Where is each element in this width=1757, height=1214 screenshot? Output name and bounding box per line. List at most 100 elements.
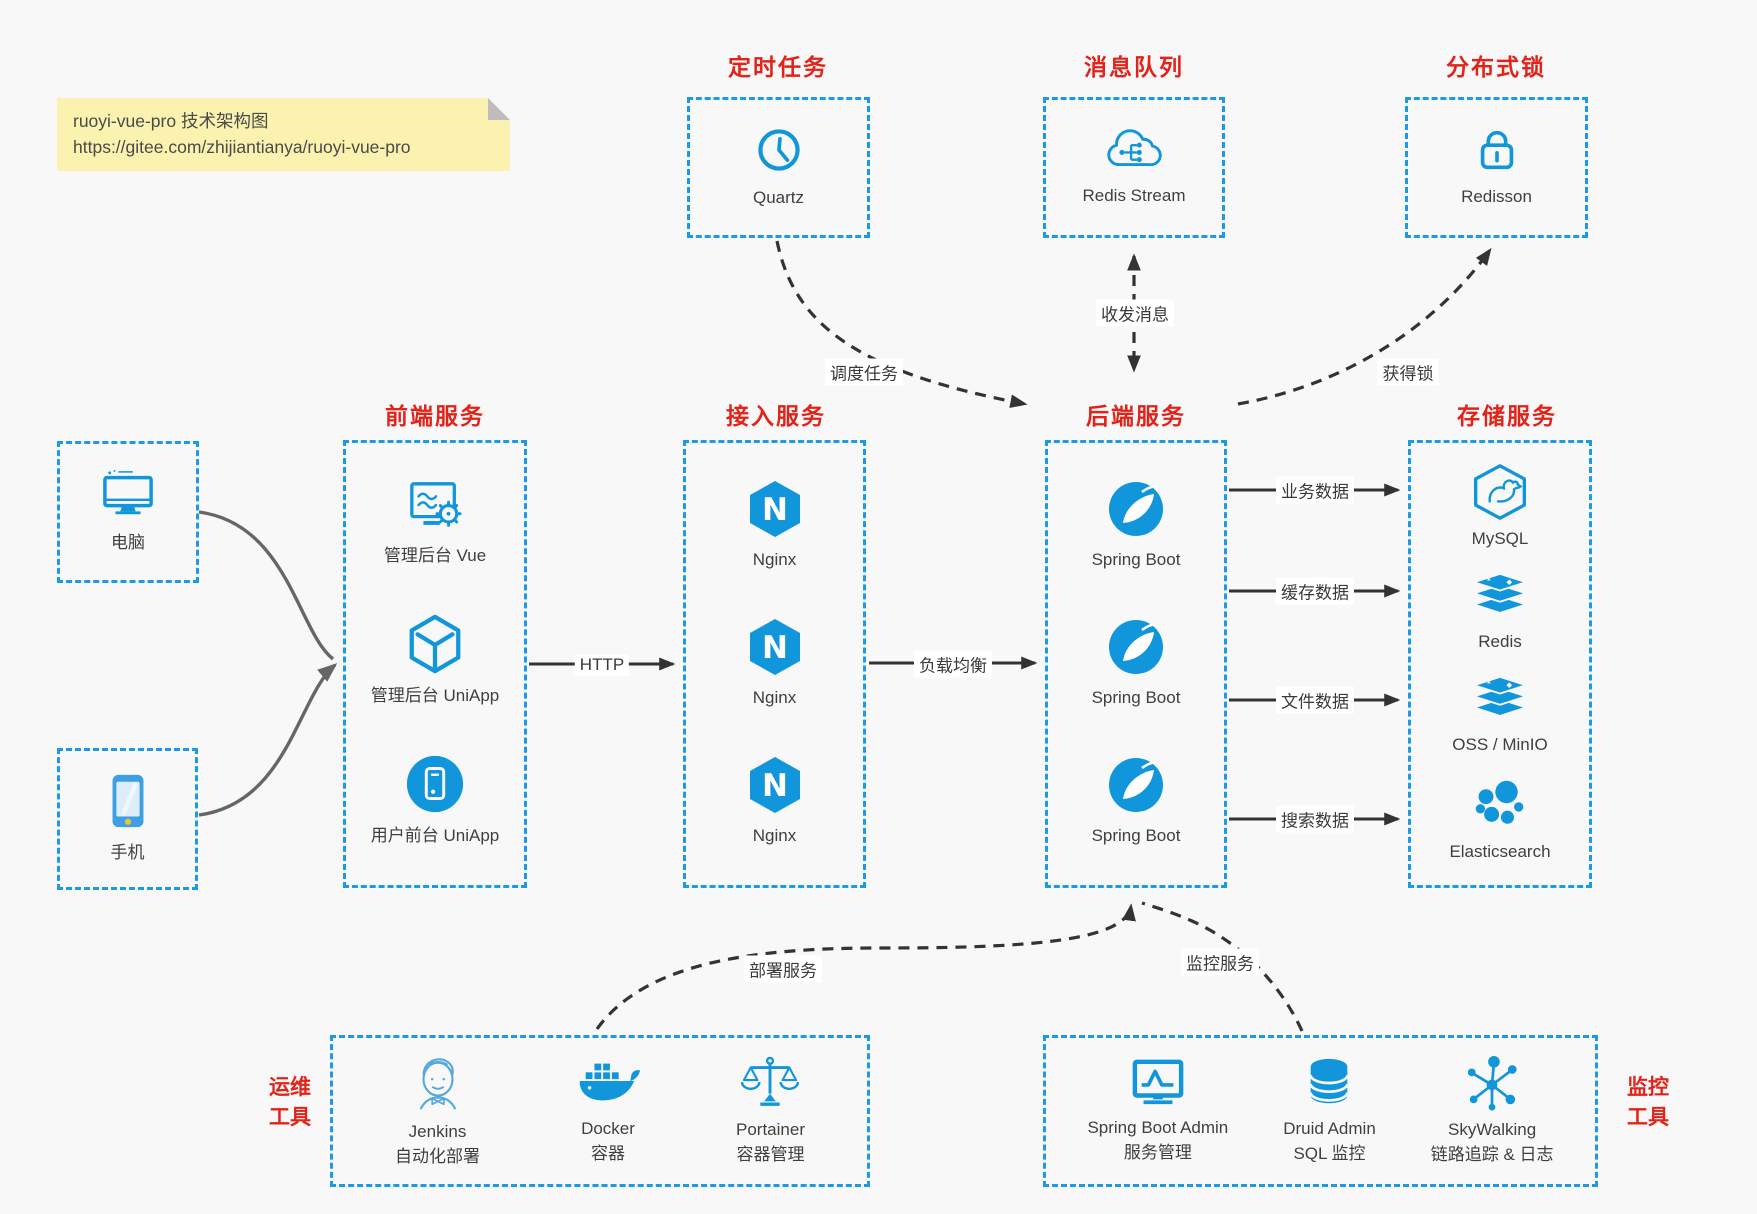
nginx-icon: N	[749, 619, 800, 676]
node-label: Redisson	[1461, 187, 1532, 207]
edge-label-deploy-service: 部署服务	[744, 955, 822, 983]
title-storage: 存储服务	[1457, 403, 1557, 429]
mq-box: Redis Stream	[1043, 97, 1225, 238]
node-label: Nginx	[752, 688, 797, 708]
edge-mobile-to-frontend	[198, 663, 338, 817]
edge-acquire-lock	[1237, 247, 1492, 406]
node-label: 用户前台 UniApp	[370, 826, 500, 846]
spring-boot-icon	[1109, 482, 1163, 537]
cloud-stream-icon	[1107, 129, 1162, 167]
nginx-icon: N	[749, 757, 800, 814]
title-gateway: 接入服务	[726, 403, 826, 429]
node-label: Redis	[1478, 632, 1522, 652]
node-label: Redis Stream	[1082, 186, 1186, 206]
node-druid-admin: Druid Admin SQL 监控	[1283, 1056, 1376, 1166]
smartphone-icon	[112, 774, 143, 827]
note-line-2: https://gitee.com/zhijiantianya/ruoyi-vu…	[73, 137, 411, 158]
edge-label-send-receive-msg: 收发消息	[1096, 299, 1174, 327]
devops-group-box: Jenkins 自动化部署 Docker 容器	[330, 1035, 870, 1187]
node-label: 管理后台 Vue	[383, 546, 487, 566]
node-label: Spring Boot	[1091, 550, 1181, 570]
storage-group-box: MySQL Redis OSS / MinIO	[1408, 440, 1592, 888]
edge-pc-to-frontend	[198, 510, 335, 661]
node-redis: Redis	[1470, 572, 1530, 655]
node-admin-vue: 管理后台 Vue	[384, 479, 486, 569]
node-elasticsearch: Elasticsearch	[1449, 778, 1551, 865]
node-label: 电脑	[111, 532, 145, 552]
lock-icon	[1480, 131, 1513, 170]
node-label: Quartz	[752, 188, 805, 208]
monitoring-group-box: Spring Boot Admin 服务管理 Druid Admin SQL 监…	[1043, 1035, 1598, 1187]
node-label: Spring Boot	[1091, 688, 1181, 708]
node-jenkins: Jenkins 自动化部署	[395, 1053, 480, 1169]
node-label: 手机	[110, 842, 145, 862]
node-label: 管理后台 UniApp	[370, 686, 500, 706]
node-springboot-3: Spring Boot	[1091, 755, 1181, 849]
node-oss-minio: OSS / MinIO	[1452, 675, 1548, 758]
clock-icon	[757, 129, 800, 171]
redis-icon	[1470, 573, 1530, 615]
spring-boot-admin-icon	[1132, 1059, 1184, 1105]
desktop-icon	[103, 469, 153, 514]
title-devops: 运维 工具	[269, 1076, 311, 1130]
spring-boot-icon	[1109, 620, 1163, 675]
mobile-app-icon	[406, 756, 464, 813]
druid-icon	[1309, 1058, 1350, 1104]
node-label: Spring Boot	[1091, 826, 1181, 846]
svg-text:N: N	[762, 492, 788, 528]
note-line-1: ruoyi-vue-pro 技术架构图	[73, 111, 269, 131]
backend-group-box: Spring Boot Spring Boot Spring Boot	[1045, 440, 1227, 888]
title-dlock: 分布式锁	[1446, 54, 1546, 80]
dlock-box: Redisson	[1405, 97, 1588, 238]
sticky-note: ruoyi-vue-pro 技术架构图 https://gitee.com/zh…	[57, 98, 510, 171]
node-mysql: MySQL	[1471, 463, 1529, 552]
node-nginx-3: N Nginx	[746, 755, 804, 849]
edge-label-acquire-lock: 获得锁	[1377, 358, 1439, 386]
nginx-icon: N	[749, 481, 800, 538]
edge-label-load-balance: 负载均衡	[914, 650, 992, 678]
node-admin-uniapp: 管理后台 UniApp	[371, 613, 499, 709]
edge-label-business-data: 业务数据	[1276, 476, 1354, 504]
node-user-uniapp: 用户前台 UniApp	[371, 753, 499, 849]
scheduler-box: Quartz	[687, 97, 870, 238]
elasticsearch-icon	[1475, 780, 1524, 824]
edge-label-http: HTTP	[574, 654, 630, 676]
edge-label-file-data: 文件数据	[1276, 686, 1354, 714]
admin-vue-icon	[410, 482, 462, 527]
note-fold-corner	[488, 98, 510, 120]
edge-deploy-service	[595, 903, 1136, 1030]
node-label: Spring Boot Admin 服务管理	[1087, 1117, 1229, 1162]
node-nginx-1: N Nginx	[746, 479, 804, 573]
edge-label-search-data: 搜索数据	[1276, 805, 1354, 833]
mobile-client-box: 手机	[57, 748, 198, 890]
spring-boot-icon	[1109, 758, 1163, 813]
node-label: Jenkins 自动化部署	[395, 1121, 480, 1166]
node-springboot-2: Spring Boot	[1091, 617, 1181, 711]
node-label: Nginx	[752, 826, 797, 846]
title-backend: 后端服务	[1086, 403, 1186, 429]
svg-text:N: N	[762, 630, 788, 666]
node-label: SkyWalking 链路追踪 & 日志	[1430, 1119, 1554, 1164]
title-mq: 消息队列	[1084, 54, 1184, 80]
title-frontend: 前端服务	[385, 403, 485, 429]
skywalking-icon	[1467, 1055, 1517, 1111]
node-label: Elasticsearch	[1449, 842, 1551, 862]
frontend-group-box: 管理后台 Vue 管理后台 UniApp 用户前台 UniApp	[343, 440, 527, 888]
svg-text:N: N	[762, 768, 788, 804]
edge-label-monitor-service: 监控服务	[1181, 948, 1259, 976]
node-label: Nginx	[752, 550, 797, 570]
gateway-group-box: N Nginx N Nginx N Nginx	[683, 440, 866, 888]
node-label: MySQL	[1471, 529, 1529, 549]
mysql-icon	[1473, 464, 1527, 521]
node-label: Druid Admin SQL 监控	[1283, 1118, 1376, 1163]
node-skywalking: SkyWalking 链路追踪 & 日志	[1431, 1055, 1554, 1167]
node-spring-boot-admin: Spring Boot Admin 服务管理	[1087, 1057, 1228, 1165]
docker-icon	[579, 1063, 640, 1101]
node-docker: Docker 容器	[576, 1056, 640, 1166]
node-label: Portainer 容器管理	[736, 1119, 805, 1164]
title-scheduler: 定时任务	[728, 54, 828, 80]
edge-label-schedule-task: 调度任务	[825, 358, 903, 386]
node-springboot-1: Spring Boot	[1091, 479, 1181, 573]
oss-minio-icon	[1470, 676, 1530, 718]
